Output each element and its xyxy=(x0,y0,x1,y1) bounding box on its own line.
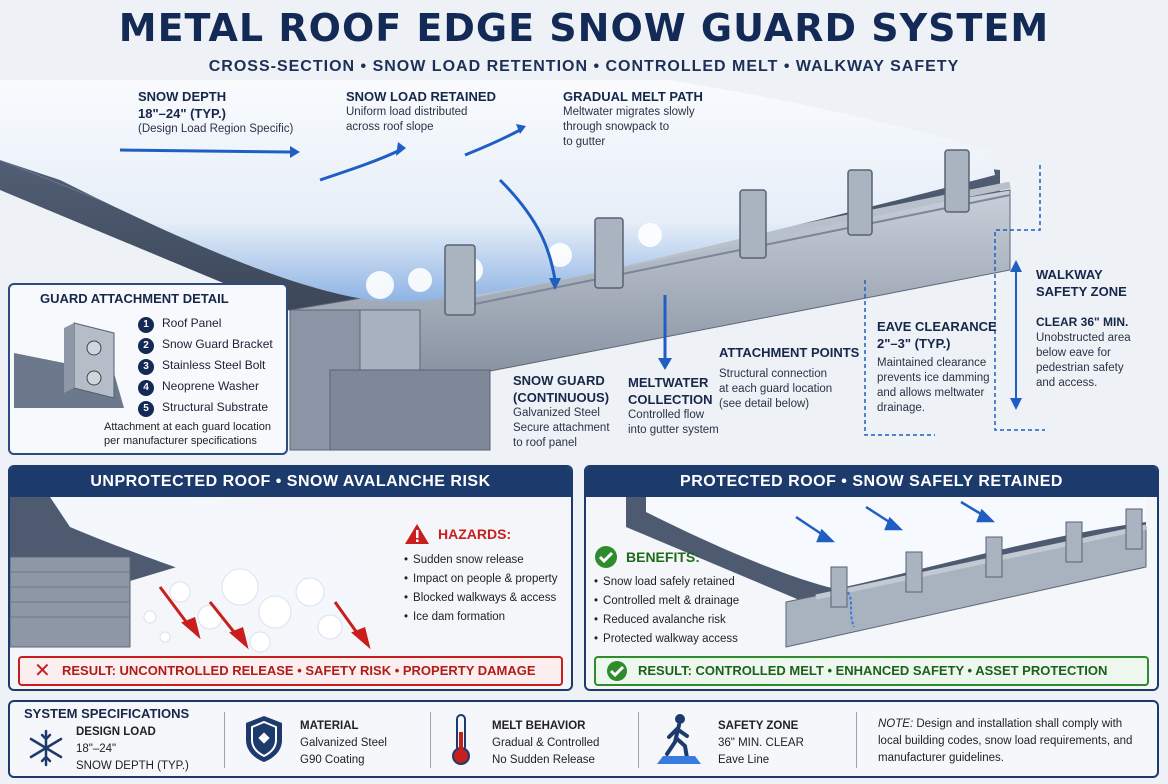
x-icon: ✕ xyxy=(34,660,51,682)
guard-bracket xyxy=(985,536,1003,578)
snowflake-icon xyxy=(29,729,63,767)
walking-person-icon xyxy=(657,714,701,764)
protected-result-bar: RESULT: CONTROLLED MELT • ENHANCED SAFET… xyxy=(594,656,1149,686)
spec-safety-zone: SAFETY ZONE 36" MIN. CLEAR Eave Line xyxy=(718,720,804,766)
callout-snow-guard: SNOW GUARD (CONTINUOUS) Galvanized Steel… xyxy=(513,373,610,449)
spec-melt-behavior: MELT BEHAVIOR Gradual & Controlled No Su… xyxy=(492,720,600,766)
benefit-item: Reduced avalanche risk xyxy=(594,611,739,630)
check-icon xyxy=(595,546,617,568)
callout-meltwater: MELTWATER COLLECTION Controlled flow int… xyxy=(628,375,719,436)
hazard-item: Sudden snow release xyxy=(404,551,558,570)
check-icon xyxy=(607,661,627,681)
callout-eave-clearance: EAVE CLEARANCE 2"–3" (TYP.) Maintained c… xyxy=(877,319,997,414)
protected-roof-panel: PROTECTED ROOF • SNOW SAFELY RETAINED BE… xyxy=(584,465,1159,691)
melt-path-arrow-down xyxy=(498,178,557,281)
guard-bracket xyxy=(944,149,970,213)
hazard-item: Ice dam formation xyxy=(404,608,558,627)
shield-icon xyxy=(246,716,282,762)
detail-note: Attachment at each guard location per ma… xyxy=(104,421,271,447)
snow-load-arrow xyxy=(319,148,401,182)
melt-path-arrow-upper xyxy=(464,128,521,157)
callout-melt-path: GRADUAL MELT PATH Meltwater migrates slo… xyxy=(563,89,703,148)
attachment-detail-illustration xyxy=(14,322,124,408)
page-title: METAL ROOF EDGE SNOW GUARD SYSTEM xyxy=(118,6,1050,50)
eave-clearance-marker xyxy=(864,280,935,436)
page-subtitle: CROSS-SECTION • SNOW LOAD RETENTION • CO… xyxy=(208,58,960,75)
system-specifications-bar: SYSTEM SPECIFICATIONS DESIGN LOAD 18"–24… xyxy=(8,700,1159,778)
guard-bracket xyxy=(594,217,624,289)
snow-avalanche-illustration xyxy=(10,497,371,653)
snow-pack xyxy=(0,80,995,302)
hazard-item: Impact on people & property xyxy=(404,570,557,589)
guard-bracket xyxy=(444,244,476,316)
guard-bracket xyxy=(830,566,848,608)
roof-cross-section-illustration xyxy=(0,80,1045,451)
benefit-item: Protected walkway access xyxy=(594,630,739,649)
hazard-item: Blocked walkways & access xyxy=(404,589,558,608)
callout-attachment-points: ATTACHMENT POINTS Structural connection … xyxy=(719,345,860,410)
guard-bracket xyxy=(1125,508,1143,550)
snow-depth-arrow xyxy=(119,148,291,154)
callout-snow-depth: SNOW DEPTH 18"–24" (TYP.) (Design Load R… xyxy=(138,89,294,135)
benefits-list: BENEFITS: Snow load safely retained Cont… xyxy=(594,545,739,649)
protected-panel-header: PROTECTED ROOF • SNOW SAFELY RETAINED xyxy=(586,467,1157,497)
callout-walkway-zone: WALKWAY SAFETY ZONE CLEAR 36" MIN. Unobs… xyxy=(1036,267,1131,389)
spec-note: NOTE: Design and installation shall comp… xyxy=(878,718,1133,764)
walkway-zone-marker xyxy=(994,165,1045,431)
snow-retained-illustration xyxy=(626,497,1147,648)
spec-design-load: DESIGN LOAD 18"–24" SNOW DEPTH (TYP.) xyxy=(76,726,189,772)
thermometer-icon xyxy=(452,714,470,765)
unprotected-result-bar: ✕ RESULT: UNCONTROLLED RELEASE • SAFETY … xyxy=(18,656,563,686)
guard-bracket xyxy=(1065,521,1083,563)
guard-bracket xyxy=(905,551,923,593)
spec-material: MATERIAL Galvanized Steel G90 Coating xyxy=(300,720,387,766)
callout-snow-load: SNOW LOAD RETAINED Uniform load distribu… xyxy=(346,89,496,133)
warning-icon xyxy=(405,524,429,544)
hazards-list: HAZARDS: Sudden snow release Impact on p… xyxy=(404,523,558,627)
falling-arrow xyxy=(158,586,192,628)
guard-bracket xyxy=(739,189,767,259)
benefit-item: Controlled melt & drainage xyxy=(594,592,739,611)
guard-bracket xyxy=(847,169,873,236)
unprotected-roof-panel: UNPROTECTED ROOF • SNOW AVALANCHE RISK H… xyxy=(8,465,573,691)
benefit-item: Snow load safely retained xyxy=(594,573,739,592)
unprotected-panel-header: UNPROTECTED ROOF • SNOW AVALANCHE RISK xyxy=(10,467,571,497)
